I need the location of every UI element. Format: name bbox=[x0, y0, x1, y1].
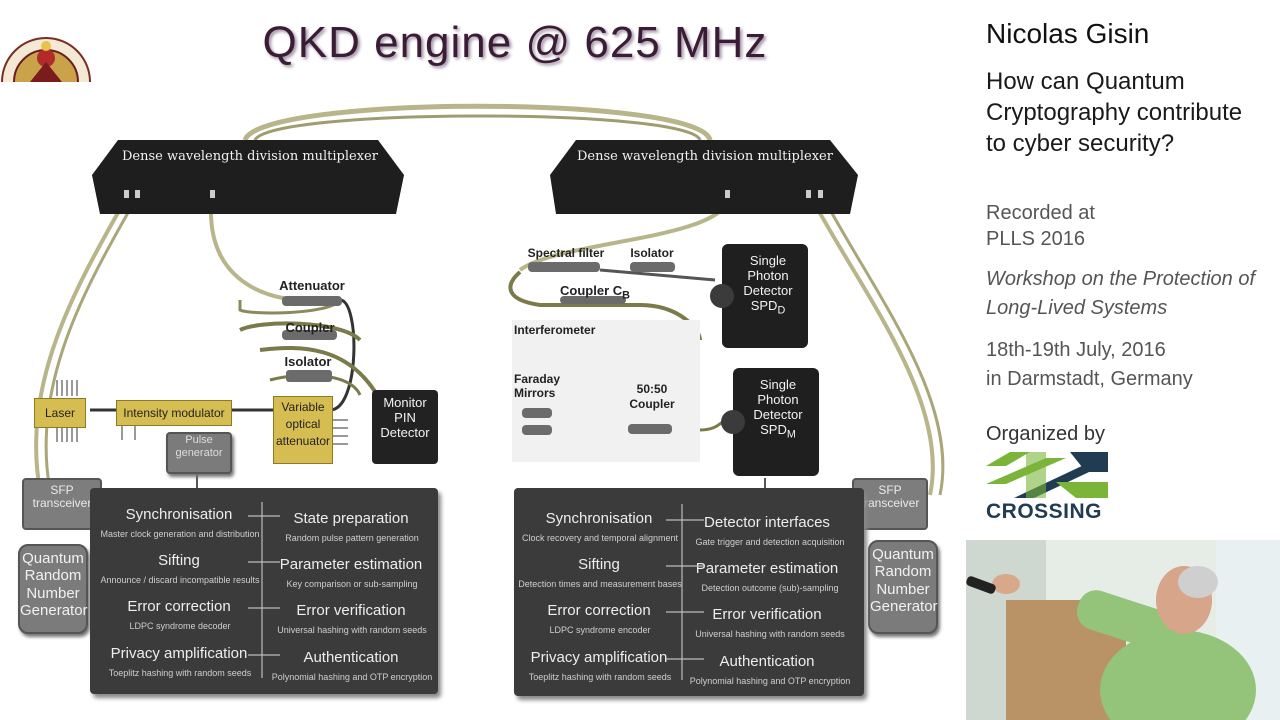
intensity-modulator-component: Intensity modulator bbox=[116, 400, 232, 426]
right-processing-box: Synchronisation Clock recovery and tempo… bbox=[514, 488, 864, 696]
faraday-mirrors-label: Faraday Mirrors bbox=[514, 372, 561, 401]
isolator-label: Isolator bbox=[284, 354, 332, 369]
laser-component: Laser bbox=[34, 398, 86, 428]
attenuator-label: Attenuator bbox=[279, 278, 345, 293]
fiber-diagram bbox=[34, 103, 945, 496]
left-dwdm-label: Dense wavelength division multiplexer bbox=[122, 149, 378, 164]
university-seal-logo bbox=[0, 34, 92, 89]
event-dates: 18th-19th July, 2016 in Darmstadt, Germa… bbox=[986, 339, 1193, 390]
left-processing-box: Synchronisation Master clock generation … bbox=[90, 488, 438, 694]
monitor-pin-detector: Monitor PIN Detector bbox=[380, 395, 430, 440]
spectral-filter-label: Spectral filter bbox=[527, 246, 605, 260]
left-qrng: Quantum Random Number Generator bbox=[18, 544, 88, 634]
recorded-at: Recorded at PLLS 2016 bbox=[986, 202, 1095, 250]
left-sfp-transceiver: SFP transceiver bbox=[22, 478, 102, 530]
coupler-label: Coupler bbox=[285, 320, 335, 335]
slide: QKD engine @ 625 MHz bbox=[0, 18, 945, 696]
coupler-cb-label: Coupler CB bbox=[560, 283, 630, 302]
right-qrng: Quantum Random Number Generator bbox=[868, 540, 938, 634]
workshop-name: Workshop on the Protection of Long-Lived… bbox=[986, 268, 1256, 319]
interferometer-label: Interferometer bbox=[514, 323, 596, 337]
slide-title: QKD engine @ 625 MHz bbox=[262, 18, 768, 67]
speaker-name: Nicolas Gisin bbox=[986, 18, 1150, 49]
coupler-5050-label: 50:50 Coupler bbox=[629, 382, 675, 411]
variable-attenuator-component: Variable optical attenuator bbox=[273, 396, 333, 464]
speaker-video bbox=[966, 540, 1280, 720]
talk-info-sidebar: Nicolas Gisin How can Quantum Cryptograp… bbox=[960, 0, 1280, 540]
talk-title: How can Quantum Cryptography contribute … bbox=[986, 68, 1243, 157]
crossing-logo-text: CROSSING bbox=[986, 500, 1103, 523]
organized-by-label: Organized by bbox=[986, 423, 1105, 445]
right-isolator-label: Isolator bbox=[630, 246, 674, 260]
crossing-logo-icon bbox=[986, 452, 1108, 503]
pulse-generator: Pulse generator bbox=[166, 432, 232, 474]
right-dwdm-label: Dense wavelength division multiplexer bbox=[577, 149, 833, 164]
